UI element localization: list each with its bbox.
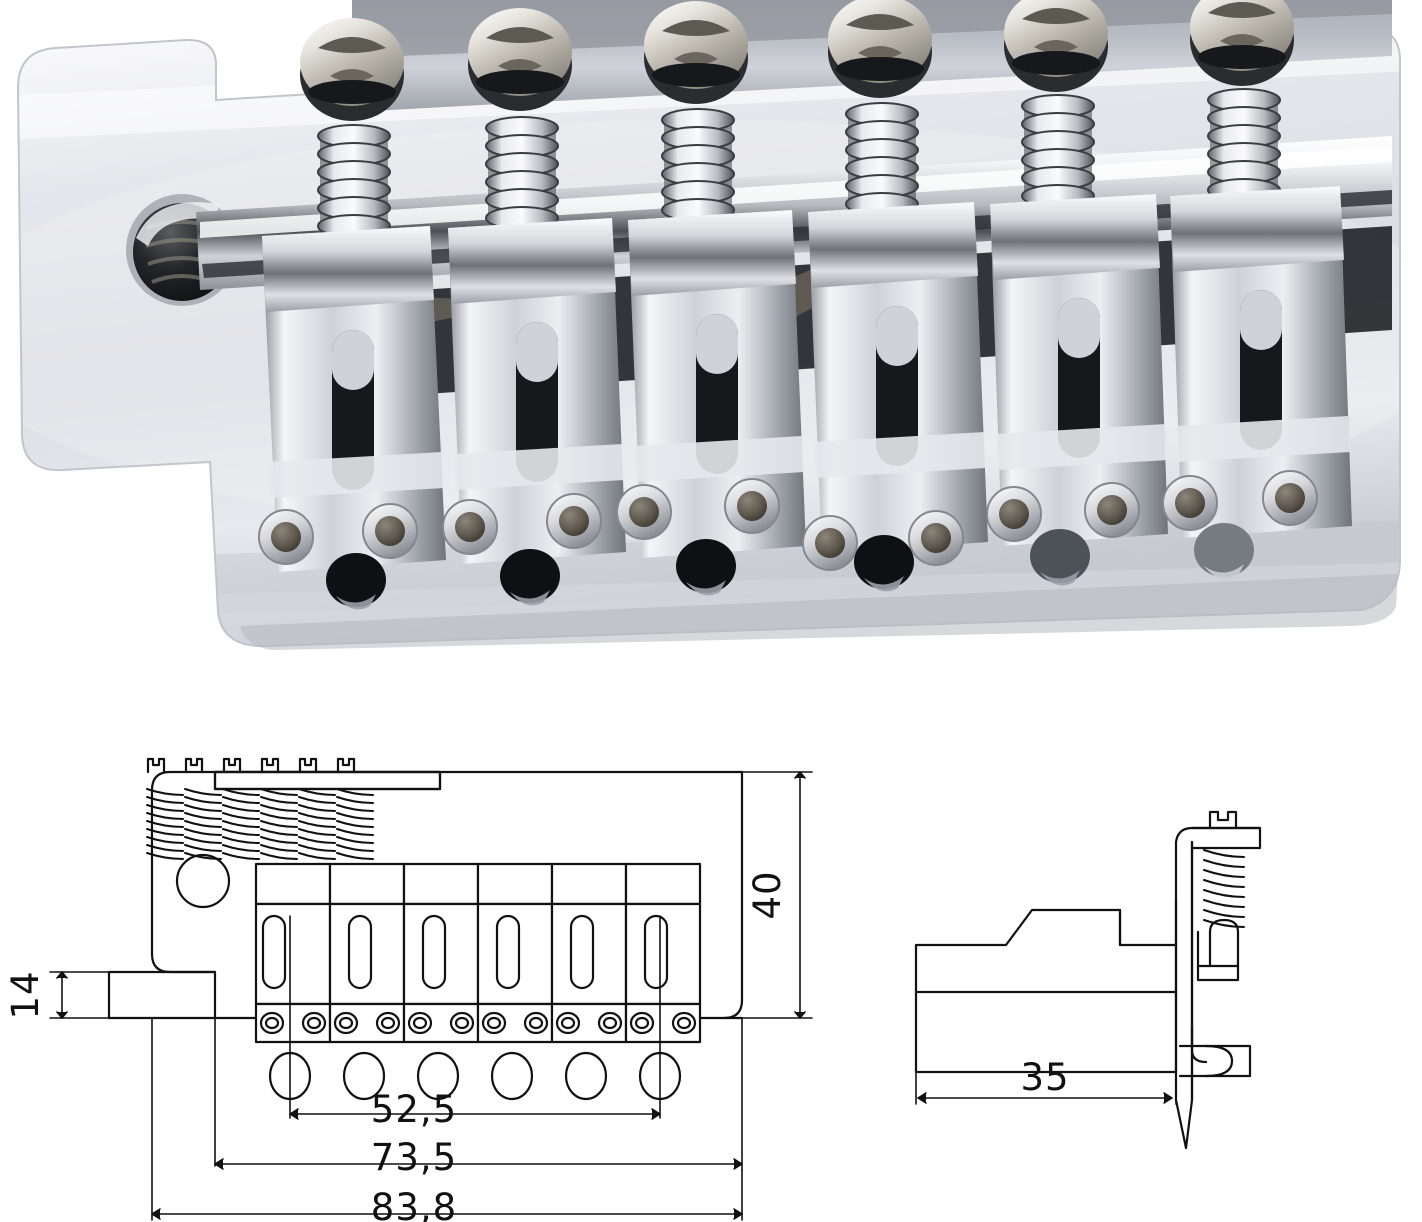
saddle-spring xyxy=(485,116,559,230)
saddle-spring xyxy=(845,102,919,216)
string-hole xyxy=(1194,523,1254,580)
saddle-screw xyxy=(644,1,748,104)
screw-head-row xyxy=(146,757,356,774)
intonation-screw xyxy=(546,493,602,549)
pivot-hole-drawing xyxy=(175,853,231,909)
dimension-depth-35 xyxy=(915,1071,1177,1105)
intonation-screw xyxy=(802,515,858,571)
intonation-screw xyxy=(986,486,1042,542)
string-hole xyxy=(500,549,560,606)
spring-row xyxy=(146,788,374,860)
spring-coil xyxy=(298,788,336,860)
screw-head-profile xyxy=(298,757,318,774)
screw-head-profile-side xyxy=(1190,810,1262,850)
bridge-saddle-row xyxy=(262,186,1352,572)
product-photo-image xyxy=(16,0,1401,650)
saddle-block xyxy=(402,862,480,1044)
dimension-label-83-8: 83,8 xyxy=(371,1186,457,1222)
saddle-screw xyxy=(828,0,932,98)
screw-head-profile xyxy=(184,757,204,774)
saddle-block-row xyxy=(254,862,702,1044)
screw-head-profile xyxy=(222,757,242,774)
saddle-spring xyxy=(1207,88,1281,202)
witness-lines xyxy=(214,915,661,1167)
bridge-saddle xyxy=(808,202,988,554)
spring-coil-side xyxy=(1203,849,1245,928)
product-photo xyxy=(16,0,1401,650)
string-hole-row xyxy=(326,523,1254,610)
string-hook-lower xyxy=(1178,1026,1252,1078)
dimension-label-40: 40 xyxy=(746,870,789,919)
saddle-block xyxy=(254,862,332,1044)
saddle-hook-upper xyxy=(1196,918,1240,982)
dimension-height-40 xyxy=(741,771,813,1019)
saddle-screw xyxy=(468,8,572,111)
string-hole xyxy=(326,553,386,610)
spring-coil xyxy=(146,788,184,860)
saddle-screw xyxy=(1190,0,1294,86)
spring-coil xyxy=(184,788,222,860)
screw-mount-rail xyxy=(213,770,442,791)
string-hole xyxy=(854,535,914,592)
saddle-screw xyxy=(300,18,404,121)
intonation-screw xyxy=(362,503,418,559)
screw-head-profile xyxy=(336,757,356,774)
dimension-string-spacing-525 xyxy=(289,1108,661,1120)
intonation-screw-row xyxy=(258,470,1318,571)
front-view-drawing: 52,5 73,5 83,8 40 14 xyxy=(0,718,830,1222)
intonation-screw xyxy=(1084,482,1140,538)
dimension-label-52-5: 52,5 xyxy=(371,1088,457,1131)
saddle-screw xyxy=(1004,0,1108,92)
intonation-screw xyxy=(724,478,780,534)
saddle-spring xyxy=(1021,94,1095,208)
spring-coil xyxy=(260,788,298,860)
string-hole-row-drawing xyxy=(268,1051,682,1101)
bridge-saddle xyxy=(262,226,446,572)
intonation-screw xyxy=(442,499,498,555)
spring-coil xyxy=(222,788,260,860)
saddle-height-screw-row xyxy=(300,0,1294,121)
side-view-svg: 35 xyxy=(914,810,1262,1150)
saddle-block xyxy=(624,862,702,1044)
dimension-label-35: 35 xyxy=(1020,1056,1069,1099)
height-adjust-spring-row xyxy=(317,88,1281,238)
saddle-block xyxy=(550,862,628,1044)
baseplate-profile xyxy=(914,898,1178,1074)
side-view-drawing: 35 xyxy=(880,780,1422,1180)
intonation-screw xyxy=(616,484,672,540)
dimension-mount-spacing-735 xyxy=(214,1017,743,1171)
dimension-offset-14 xyxy=(49,971,119,1019)
dimension-label-73-5: 73,5 xyxy=(371,1136,457,1179)
intonation-screw xyxy=(258,509,314,565)
screw-head-profile xyxy=(260,757,280,774)
saddle-block xyxy=(328,862,406,1044)
dimension-total-width-838 xyxy=(151,1017,743,1221)
saddle-spring xyxy=(661,108,735,222)
spring-coil xyxy=(336,788,374,860)
bridge-saddle xyxy=(1170,186,1352,538)
saddle-block xyxy=(476,862,554,1044)
intonation-screw xyxy=(908,510,964,566)
bridge-saddle xyxy=(990,194,1168,546)
screw-head-profile xyxy=(146,757,166,774)
bridge-saddle xyxy=(628,210,806,558)
sustain-block-profile xyxy=(1174,826,1262,1150)
intonation-screw xyxy=(1262,470,1318,526)
intonation-screw xyxy=(1162,475,1218,531)
front-view-svg: 52,5 73,5 83,8 40 14 xyxy=(4,757,813,1222)
dimension-label-14: 14 xyxy=(4,970,47,1019)
bridge-saddle xyxy=(448,218,626,564)
saddle-spring xyxy=(317,124,391,238)
plate-bottom-shadow xyxy=(240,574,1398,650)
string-hole xyxy=(676,539,736,596)
string-hole xyxy=(1030,529,1090,586)
